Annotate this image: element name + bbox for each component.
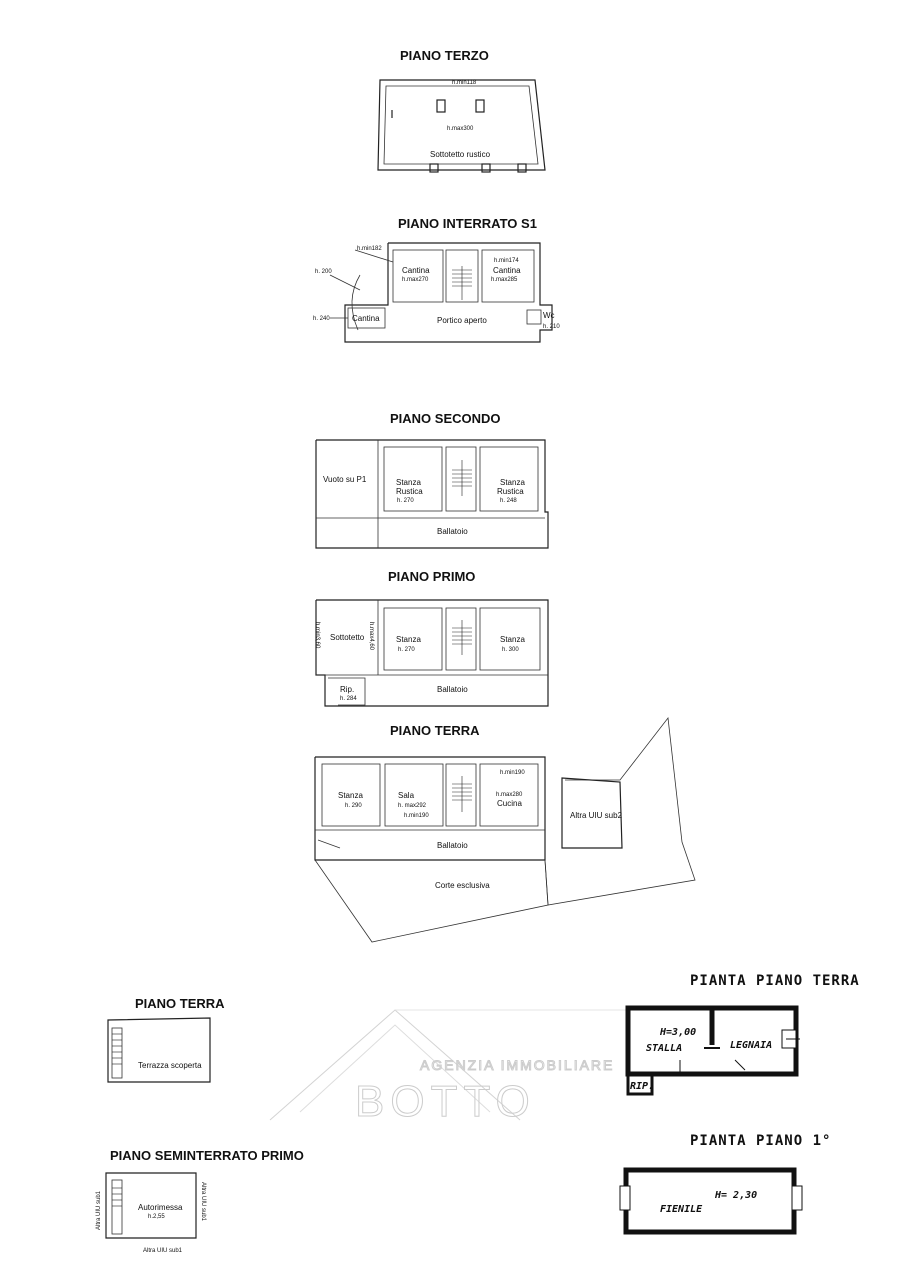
room-rip-h: h. 284 [340,696,357,702]
plan-title: PIANO TERZO [400,48,489,63]
label-altra-uiu-right: Altra UIU sub1 [200,1182,206,1222]
room-stanza-2: Stanza [500,635,525,644]
room-sala-h: h. max292 [398,803,427,809]
label-h-230: H= 2,30 [714,1190,757,1201]
room-stanza-rustica-1b: Rustica [396,487,423,496]
room-cantina-1-h: h.max270 [402,277,429,283]
plan-title: PIANO SEMINTERRATO PRIMO [110,1148,304,1163]
h-200: h. 200 [315,269,332,275]
plan-piano-seminterrato-primo: PIANO SEMINTERRATO PRIMO Autorimessa h.2… [96,1148,304,1254]
room-stanza: Stanza [338,791,363,800]
room-sottotetto-rustico: Sottotetto rustico [430,150,491,159]
label-h-300: H=3,00 [659,1027,696,1038]
plan-title: PIANO PRIMO [388,569,475,584]
room-cucina-h: h.max280 [496,792,523,798]
h-max-460: h.max4,60 [368,622,374,651]
h-min-190: h.min190 [500,770,525,776]
plan-piano-secondo: PIANO SECONDO Vuoto su P1 Stanza Rustica… [315,411,549,549]
room-cucina: Cucina [497,799,522,808]
plan-piano-terra: PIANO TERRA Stanza h. 290 Sala h. max292… [314,716,696,943]
room-portico-aperto: Portico aperto [437,316,487,325]
label-altra-uiu-left: Altra UIU sub1 [96,1190,102,1230]
h-240: h. 240 [313,316,330,322]
room-sottotetto: Sottotetto [330,633,365,642]
room-fienile: FIENILE [660,1204,703,1215]
room-autorimessa: Autorimessa [138,1203,183,1212]
room-vuoto-su-p1: Vuoto su P1 [323,475,367,484]
h-min-360: h.min3,60 [314,622,320,649]
room-sala-hmin: h.min190 [404,813,429,819]
room-wc: Wc [543,311,555,320]
room-stanza-rustica-2: Stanza [500,478,525,487]
room-stanza-h: h. 290 [345,803,362,809]
plan-piano-primo: PIANO PRIMO Sottotetto h.min3,60 h.max4,… [314,569,549,707]
h-min-182: h.min182 [357,246,382,252]
plan-title: PIANO INTERRATO S1 [398,216,537,231]
room-ballatoio: Ballatoio [437,527,468,536]
plan-title: PIANO SECONDO [390,411,501,426]
room-ballatoio: Ballatoio [437,685,468,694]
room-stanza-1-h: h. 270 [398,647,415,653]
room-stanza-1: Stanza [396,635,421,644]
room-legnaia: LEGNAIA [730,1040,772,1051]
room-stanza-2-h: h. 300 [502,647,519,653]
room-stanza-rustica-2b: Rustica [497,487,524,496]
plan-piano-interrato-s1: PIANO INTERRATO S1 h.min182 Cantina h.ma… [313,216,560,343]
room-terrazza-scoperta: Terrazza scoperta [138,1061,202,1070]
watermark: AGENZIA IMMOBILIARE BOTTO [269,1009,700,1127]
plan-title: PIANO TERRA [135,996,225,1011]
room-autorimessa-h: h.2,55 [148,1214,165,1220]
h-min-label: h.min118 [452,80,477,86]
room-corte-esclusiva: Corte esclusiva [435,881,490,890]
room-cantina-3: Cantina [352,314,380,323]
watermark-line2: BOTTO [355,1077,536,1126]
plan-pianta-piano-primo: PIANTA PIANO 1° FIENILE H= 2,30 [619,1133,831,1235]
h-min-174: h.min174 [494,258,519,264]
room-rip: RIP. [630,1081,654,1092]
watermark-line1: AGENZIA IMMOBILIARE [420,1057,614,1073]
plan-title: PIANO TERRA [390,723,480,738]
room-ballatoio: Ballatoio [437,841,468,850]
label-altra-uiu-bottom: Altra UIU sub1 [143,1248,183,1254]
h-max-label: h.max300 [447,126,474,132]
room-stalla: STALLA [646,1043,682,1054]
room-cantina-2-h: h.max285 [491,277,518,283]
room-cantina-2: Cantina [493,266,521,275]
h-210: h. 210 [543,324,560,330]
room-stanza-rustica-1: Stanza [396,478,421,487]
plan-pianta-piano-terra: PIANTA PIANO TERRA H=3,00 STALLA LEGNAIA… [625,973,860,1096]
room-sala: Sala [398,791,415,800]
plan-piano-terra-terrazza: PIANO TERRA Terrazza scoperta [107,996,225,1083]
plan-title: PIANTA PIANO 1° [690,1133,831,1149]
room-stanza-rustica-1-h: h. 270 [397,498,414,504]
room-stanza-rustica-2-h: h. 248 [500,498,517,504]
room-altra-uiu-sub2: Altra UIU sub2 [570,811,623,820]
plan-piano-terzo: PIANO TERZO h.min118 h.max300 Sottotetto… [377,48,546,173]
room-cantina-1: Cantina [402,266,430,275]
room-rip: Rip. [340,685,354,694]
plan-title: PIANTA PIANO TERRA [690,973,860,989]
